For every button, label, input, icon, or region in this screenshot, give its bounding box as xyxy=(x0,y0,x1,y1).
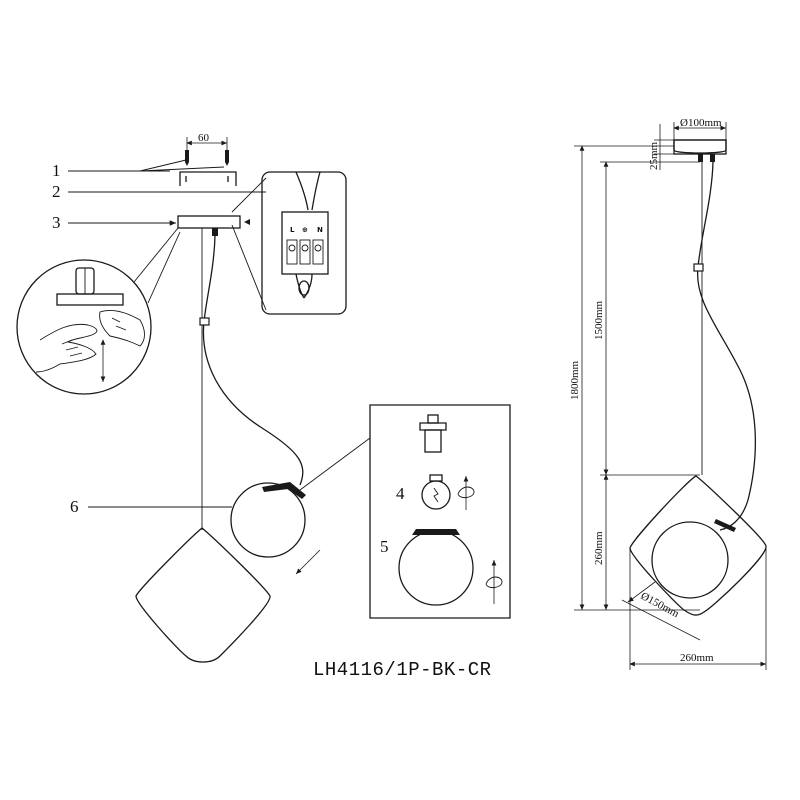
shade-height-label: 260mm xyxy=(593,531,605,565)
dim-cord-adjuster xyxy=(693,263,704,272)
callout-4: 4 xyxy=(396,484,405,503)
shade-width-label: 260mm xyxy=(680,652,714,664)
terminal-block-detail: L ⊕ N xyxy=(231,171,347,315)
mounting-bracket xyxy=(179,171,237,186)
hand-detail-view xyxy=(16,227,181,395)
dim-power-cord xyxy=(696,161,756,531)
terminal-label-l: L xyxy=(290,226,295,234)
canopy-height-label: 25mm xyxy=(648,141,660,170)
callout-3: 3 xyxy=(52,213,61,232)
callout-2: 2 xyxy=(52,182,61,201)
mounting-screws xyxy=(185,137,229,166)
callout-1-leader-b xyxy=(139,166,225,172)
globe-diameter-dim xyxy=(621,599,701,641)
bulb-detail-panel xyxy=(369,404,511,619)
terminal-label-earth: ⊕ xyxy=(302,226,308,234)
canopy xyxy=(177,215,241,229)
dim-outer-shade xyxy=(629,475,767,616)
globe-assembly xyxy=(230,437,371,558)
callout-6: 6 xyxy=(70,497,79,516)
dim-canopy xyxy=(673,139,727,162)
callout-1: 1 xyxy=(52,161,61,180)
terminal-label-n: N xyxy=(317,226,323,234)
mount-spacing-label: 60 xyxy=(198,132,210,144)
callout-5: 5 xyxy=(380,537,389,556)
cable-grip xyxy=(212,228,218,236)
cable-length-label: 1500mm xyxy=(593,300,605,340)
globe-direction-arrow xyxy=(295,549,321,575)
model-code: LH4116/1P-BK-CR xyxy=(313,659,492,681)
power-cord xyxy=(202,235,304,486)
canopy-diameter-label: Ø100mm xyxy=(680,117,722,129)
cord-adjuster xyxy=(199,317,210,326)
overall-height-label: 1800mm xyxy=(569,360,581,400)
callout-1-leader-a xyxy=(139,159,187,172)
dim-inner-globe xyxy=(651,521,729,599)
outer-shade xyxy=(135,527,271,663)
